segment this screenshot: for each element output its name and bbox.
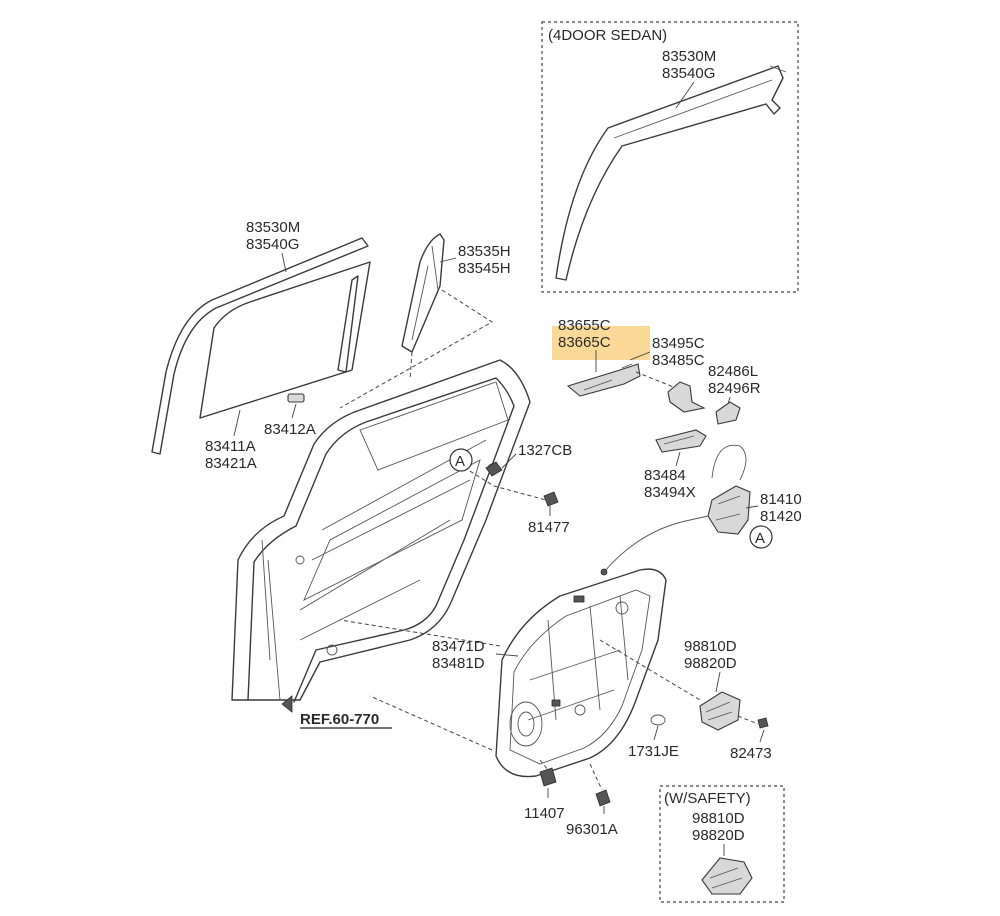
safety-inset-label: (W/SAFETY) [664,790,751,807]
division-channel: 83535H 83545H [339,233,511,409]
outside-handle [566,363,641,397]
label-83481D: 83481D [432,655,485,672]
sedan-inset-label: (4DOOR SEDAN) [548,27,667,44]
label-83485C: 83485C [652,352,705,369]
label-83655C: 83655C [558,317,611,334]
label-81477: 81477 [528,519,570,536]
regulator-module: 83471D 83481D 1731JE [339,568,701,778]
label-96301A: 96301A [566,821,618,838]
label-82486L: 82486L [708,363,758,380]
label-83411A: 83411A [205,438,256,455]
sedan-inset-box: (4DOOR SEDAN) 83530M 83540G [541,21,799,293]
outside-handle-group: 83655C 83665C 83495C 83485C 82486L 82496… [552,317,761,425]
sedan-part-83540G: 83540G [662,65,715,82]
handle-cover [667,381,706,413]
label-11407: 11407 [524,805,565,822]
inside-handle-group: 83484 83494X [644,429,707,501]
callout-a-latch [749,525,773,549]
label-98820D: 98820D [684,655,737,672]
safety-motor [701,857,753,895]
inside-handle [655,429,707,453]
bolt-11407 [539,767,557,787]
callout-a-door-letter: A [455,453,465,470]
label-82473: 82473 [730,745,772,762]
label-83421A: 83421A [205,455,257,472]
label-83484: 83484 [644,467,686,484]
label-83665C: 83665C [558,334,611,351]
module-panel [495,568,667,778]
window-motor [699,691,741,731]
label-82496R: 82496R [708,380,761,397]
glass-run-outer [151,237,369,455]
glass-clip [287,393,305,403]
callout-a-door [449,448,473,472]
safety-part-98820D: 98820D [692,827,745,844]
label-81420: 81420 [760,508,802,525]
label-81410: 81410 [760,491,802,508]
lever-bracket [715,401,741,425]
label-83545H: 83545H [458,260,511,277]
door-glass-panel [199,261,371,419]
callout-a-latch-letter: A [755,530,765,547]
motor-group: 98810D 98820D 82473 [684,638,772,762]
label-83412A: 83412A [264,421,316,438]
label-83494X: 83494X [644,484,696,501]
highlight-box [552,326,650,360]
bolt-96301A [595,789,611,807]
label-83471D: 83471D [432,638,485,655]
door-latch [707,485,751,535]
label-83540G: 83540G [246,236,299,253]
grommet [650,714,666,726]
reference-label: REF.60-770 [300,711,379,728]
label-98810D: 98810D [684,638,737,655]
safety-inset-box: (W/SAFETY) 98810D 98820D [659,785,785,903]
bolts-group: 11407 96301A [524,759,618,838]
label-83530M: 83530M [246,219,300,236]
label-83535H: 83535H [458,243,511,260]
door-glass-assembly: 83530M 83540G 83412A 83411A 83421A [151,219,371,472]
sedan-glass-run-channel [555,65,784,281]
safety-part-98810D: 98810D [692,810,745,827]
label-1327CB: 1327CB [518,442,572,459]
label-1731JE: 1731JE [628,743,679,760]
label-83495C: 83495C [652,335,705,352]
latch-group: 81410 81420 A [600,444,802,576]
sedan-part-83530M: 83530M [662,48,716,65]
door-panel: A 1327CB 81477 REF.60-770 [231,359,572,729]
